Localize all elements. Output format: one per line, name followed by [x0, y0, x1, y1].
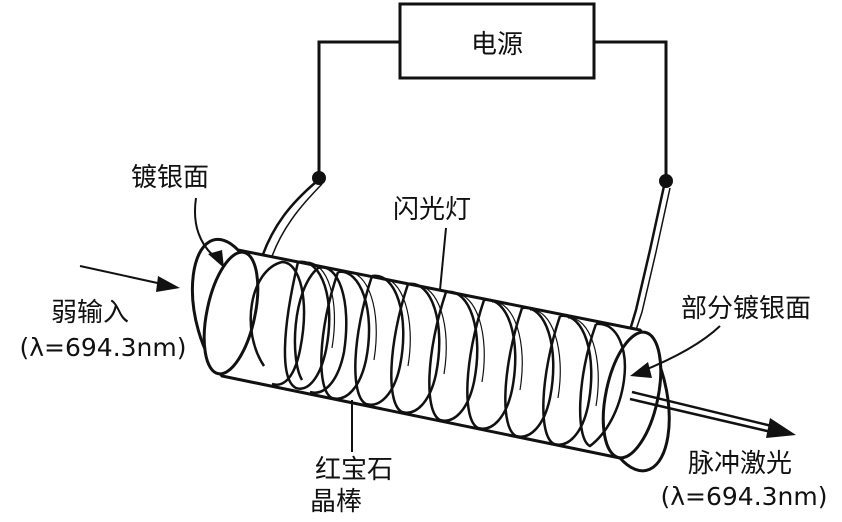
laser-beam-upper	[631, 390, 781, 430]
partial-silvered-face-label: 部分镀银面	[681, 294, 811, 324]
coil-turn	[504, 306, 555, 438]
laser-beam-lower	[629, 397, 781, 436]
coil-turn	[542, 314, 593, 446]
coil-turn	[466, 298, 517, 430]
partial-silvered-arrowhead	[630, 362, 652, 378]
coil-turn	[428, 290, 479, 422]
laser-beam-arrowhead	[766, 418, 796, 438]
coil-turn	[354, 274, 405, 406]
right-terminal	[659, 174, 673, 188]
flash-lamp-pointer	[439, 227, 447, 291]
weak-input-arrowhead	[156, 276, 180, 292]
silvered-face-label: 镀银面	[131, 163, 209, 193]
ruby-crystal-label-1: 红宝石	[315, 455, 393, 485]
right-lamp-lead	[628, 185, 666, 331]
coil-turn	[578, 322, 627, 448]
pulse-laser-label: 脉冲激光	[688, 449, 792, 479]
left-circuit-wire	[317, 40, 400, 178]
weak-input-wavelength: (λ=694.3nm)	[19, 333, 186, 362]
right-circuit-wire	[594, 40, 668, 180]
coil-turn	[390, 282, 441, 414]
right-lamp-lead-inner	[635, 187, 671, 331]
weak-input-label: 弱输入	[51, 298, 129, 328]
coil-turn	[283, 260, 331, 390]
pulse-laser-wavelength: (λ=694.3nm)	[660, 482, 827, 511]
weak-input-arrow	[79, 265, 163, 285]
power-supply-label: 电源	[471, 30, 523, 60]
silvered-face-arrowhead	[208, 250, 224, 268]
coil-turn	[320, 270, 371, 400]
ruby-rod-back-face	[202, 250, 260, 376]
flash-lamp-coil	[249, 260, 627, 448]
ruby-crystal-label-2: 晶棒	[310, 487, 362, 517]
flash-lamp-coil-inner	[305, 261, 599, 407]
flash-lamp-label: 闪光灯	[393, 195, 471, 225]
